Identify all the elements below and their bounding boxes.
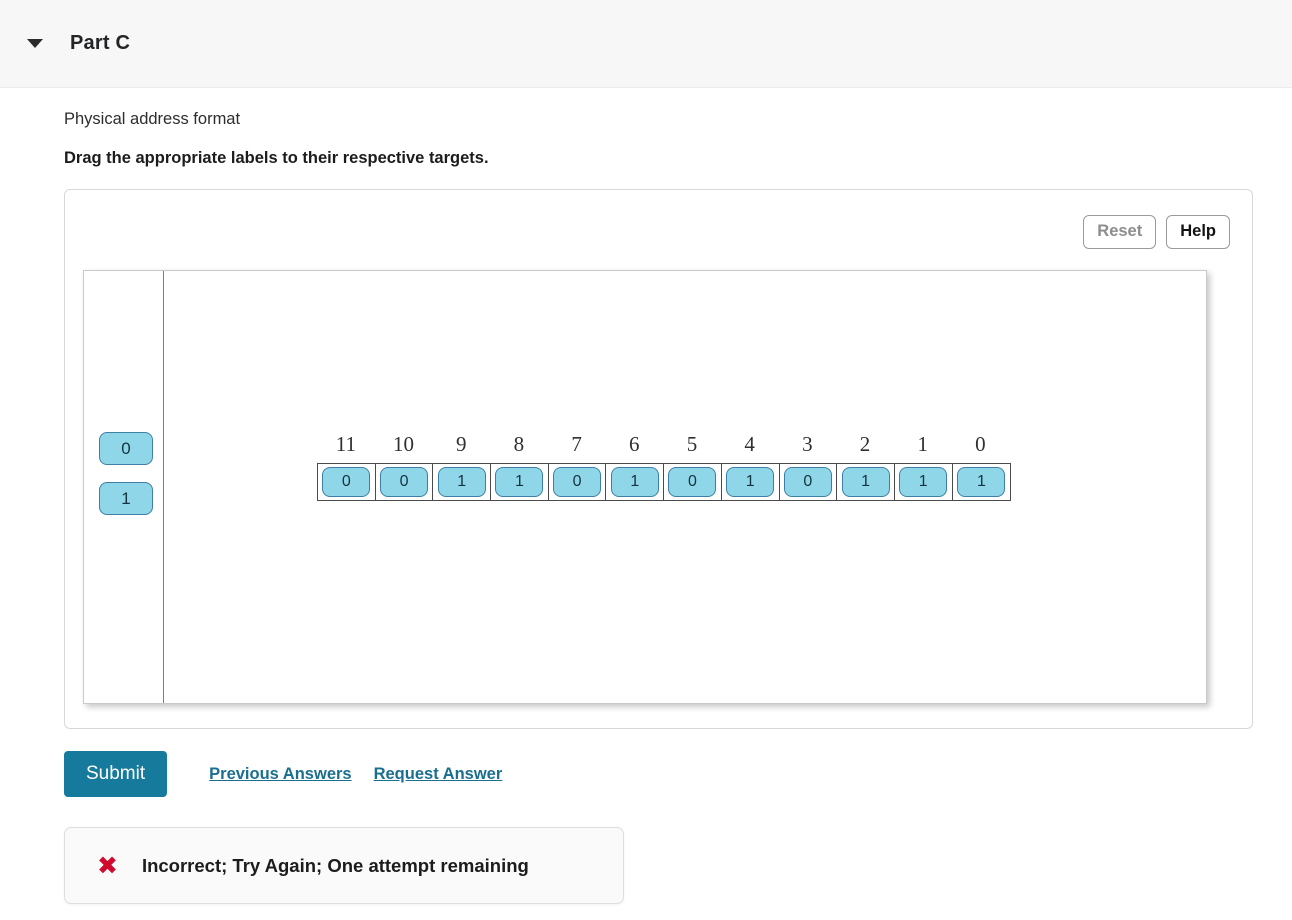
bit-tile[interactable]: 1	[610, 467, 659, 497]
bit-tile[interactable]: 1	[495, 467, 544, 497]
x-mark-icon: ✖	[97, 851, 118, 880]
bit-cell[interactable]: 1	[953, 464, 1011, 500]
action-bar: Submit Previous Answers Request Answer	[64, 751, 1292, 797]
part-header: Part C	[0, 0, 1292, 88]
bit-tile[interactable]: 0	[322, 467, 371, 497]
content-area: Physical address format Drag the appropr…	[0, 88, 1292, 904]
bit-number: 7	[571, 432, 582, 456]
bit-tile[interactable]: 1	[841, 467, 890, 497]
bit-number: 1	[917, 432, 928, 456]
bit-cell[interactable]: 1	[895, 464, 953, 500]
previous-answers-link[interactable]: Previous Answers	[209, 764, 352, 783]
bit-cell[interactable]: 0	[664, 464, 722, 500]
bit-number: 11	[335, 432, 356, 456]
bit-tile[interactable]: 0	[553, 467, 602, 497]
bit-tile[interactable]: 1	[726, 467, 775, 497]
bank-label-1[interactable]: 1	[99, 482, 153, 515]
feedback-message: Incorrect; Try Again; One attempt remain…	[141, 854, 529, 876]
bit-number: 3	[802, 432, 813, 456]
bit-cell[interactable]: 0	[780, 464, 838, 500]
label-bank: 0 1	[84, 271, 164, 703]
bit-cell[interactable]: 0	[549, 464, 607, 500]
bit-tile[interactable]: 0	[668, 467, 717, 497]
prompt-instruction: Drag the appropriate labels to their res…	[64, 149, 489, 167]
bit-cell[interactable]: 1	[491, 464, 549, 500]
submit-button[interactable]: Submit	[64, 751, 168, 797]
bit-cell[interactable]: 1	[606, 464, 665, 500]
bit-tile[interactable]: 1	[957, 467, 1006, 497]
panel-toolbar: Reset Help	[1083, 215, 1230, 249]
chevron-down-icon	[27, 39, 43, 48]
bit-number: 6	[629, 432, 640, 456]
bit-number: 9	[455, 432, 467, 456]
bit-cell[interactable]: 1	[837, 464, 895, 500]
bit-tile[interactable]: 1	[437, 467, 486, 497]
bit-cell[interactable]: 1	[722, 464, 780, 500]
bit-number: 8	[513, 432, 525, 456]
bank-label-0[interactable]: 0	[99, 432, 153, 465]
bit-number: 2	[859, 432, 871, 456]
bit-cell[interactable]: 1	[433, 464, 492, 500]
bit-tile[interactable]: 1	[899, 467, 948, 497]
bit-cell[interactable]: 0	[376, 464, 434, 500]
bit-cell[interactable]: 0	[318, 464, 376, 500]
reset-button[interactable]: Reset	[1083, 215, 1157, 249]
bit-number: 4	[744, 432, 755, 456]
bit-number: 0	[975, 432, 986, 456]
request-answer-link[interactable]: Request Answer	[373, 764, 503, 783]
help-button[interactable]: Help	[1166, 215, 1230, 249]
page-title: Part C	[70, 32, 131, 54]
prompt-subtitle: Physical address format	[64, 110, 241, 128]
bit-number: 5	[686, 432, 698, 456]
feedback-banner: ✖ Incorrect; Try Again; One attempt rema…	[64, 827, 624, 904]
bit-number: 10	[393, 432, 415, 456]
collapse-toggle[interactable]	[22, 31, 48, 57]
bit-tile[interactable]: 0	[380, 467, 429, 497]
bit-tile[interactable]: 0	[783, 467, 832, 497]
